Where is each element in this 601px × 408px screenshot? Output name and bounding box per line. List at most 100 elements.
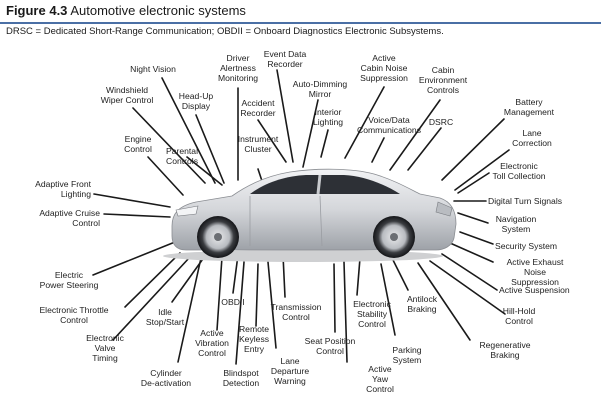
label-active-exhaust: Active Exhaust Noise Suppression — [506, 257, 564, 287]
line-electric-steering — [92, 241, 176, 276]
label-interior-lighting: Interior Lighting — [312, 107, 344, 127]
line-antilock — [392, 259, 409, 291]
car-window-pillar — [316, 174, 322, 195]
line-regenerative — [417, 262, 471, 341]
label-night-vision: Night Vision — [130, 64, 176, 74]
line-battery — [441, 118, 505, 181]
line-obdii — [232, 254, 239, 294]
label-digital-turn: Digital Turn Signals — [488, 196, 563, 206]
label-seat-position: Seat Position Control — [304, 336, 356, 356]
front-hub — [214, 233, 222, 241]
label-accident-recorder: Accident Recorder — [240, 98, 276, 118]
line-lane-departure — [267, 261, 277, 349]
header-rule — [0, 22, 601, 24]
line-head-up — [195, 114, 225, 184]
line-active-exhaust — [449, 242, 494, 263]
label-obdii: OBDII — [221, 297, 245, 307]
label-drsc: DSRC — [428, 117, 454, 127]
line-parking — [380, 263, 396, 336]
label-active-cabin-noise: Active Cabin Noise Suppression — [360, 53, 408, 83]
car-door-line — [249, 195, 323, 247]
line-active-vibration — [216, 256, 223, 331]
label-security: Security System — [495, 241, 558, 251]
car-shadow — [163, 250, 443, 262]
label-engine-control: Engine Control — [124, 134, 152, 154]
label-parental: Parental Controls — [165, 146, 199, 166]
car-headlight — [175, 205, 199, 217]
car-image — [163, 168, 457, 262]
label-electronic-throttle: Electronic Throttle Control — [39, 305, 109, 325]
label-remote-keyless: Remote Keyless Entry — [238, 324, 270, 354]
rear-hub — [390, 233, 398, 241]
label-hill-hold: Hill-Hold Control — [502, 306, 536, 326]
label-active-yaw: Active Yaw Control — [366, 364, 394, 394]
car-window — [250, 175, 400, 194]
label-antilock: Antilock Braking — [406, 294, 438, 314]
line-electronic-toll — [457, 172, 490, 194]
line-seat-position — [333, 263, 336, 333]
line-adaptive-front — [93, 193, 171, 208]
label-event-data: Event Data Recorder — [263, 49, 307, 69]
figure-number: Figure 4.3 — [6, 3, 68, 18]
line-remote-keyless — [255, 263, 259, 327]
label-windshield-wiper: Windshield Wiper Control — [100, 85, 154, 105]
label-battery: Battery Management — [503, 97, 555, 117]
figure-title-text: Automotive electronic systems — [70, 3, 246, 18]
line-security — [459, 231, 494, 245]
label-regenerative: Regenerative Braking — [479, 340, 531, 360]
label-auto-dimming: Auto-Dimming Mirror — [292, 79, 348, 99]
line-cylinder — [177, 257, 202, 363]
label-navigation: Navigation System — [495, 214, 537, 234]
line-event-data — [276, 69, 294, 163]
line-night-vision — [161, 77, 216, 184]
line-adaptive-cruise — [103, 213, 171, 218]
line-hill-hold — [429, 260, 506, 315]
label-lane-departure: Lane Departure Warning — [270, 356, 310, 386]
label-idle-stop: Idle Stop/Start — [145, 307, 185, 327]
label-electronic-toll: Electronic Toll Collection — [492, 161, 546, 181]
label-adaptive-front: Adaptive Front Lighting — [35, 179, 91, 199]
line-active-cabin-noise — [344, 86, 385, 159]
line-accident-recorder — [257, 119, 287, 163]
label-head-up: Head-Up Display — [178, 91, 214, 111]
line-active-suspension — [441, 253, 498, 291]
line-auto-dimming — [302, 99, 319, 168]
label-active-vibration: Active Vibration Control — [195, 328, 229, 358]
label-electronic-stability: Electronic Stability Control — [353, 299, 391, 329]
line-electronic-stability — [356, 257, 361, 296]
line-voice-data — [371, 137, 385, 163]
line-drsc — [407, 127, 442, 171]
label-adaptive-cruise: Adaptive Cruise Control — [39, 208, 100, 228]
label-electronic-valve: Electronic Valve Timing — [86, 333, 124, 363]
line-active-yaw — [343, 261, 348, 363]
label-active-suspension: Active Suspension — [499, 285, 570, 295]
label-blindspot: Blindspot Detection — [222, 368, 260, 388]
figure-header: Figure 4.3 Automotive electronic systems — [0, 0, 601, 22]
connector-lines — [92, 69, 510, 365]
line-engine-control — [147, 156, 184, 196]
label-driver-alertness: Driver Alertness Monitoring — [217, 53, 259, 83]
line-cabin-env — [389, 99, 441, 171]
label-parking: Parking System — [392, 345, 422, 365]
figure-caption: DRSC = Dedicated Short-Range Communicati… — [6, 26, 444, 37]
label-cylinder: Cylinder De-activation — [140, 368, 192, 388]
figure-title: Figure 4.3 Automotive electronic systems — [6, 3, 246, 18]
label-electric-steering: Electric Power Steering — [39, 270, 99, 290]
line-lane-correction — [454, 149, 510, 191]
line-electronic-valve — [112, 256, 191, 341]
label-cabin-env: Cabin Environment Controls — [418, 65, 468, 95]
line-parental — [186, 156, 223, 186]
line-transmission — [282, 254, 286, 298]
label-instrument: Instrument Cluster — [237, 134, 279, 154]
label-lane-correction: Lane Correction — [512, 128, 552, 148]
line-windshield-wiper — [132, 107, 206, 184]
line-interior-lighting — [320, 129, 329, 158]
label-voice-data: Voice/Data Communications — [357, 115, 421, 135]
label-transmission: Transmission Control — [270, 302, 322, 322]
line-blindspot — [235, 261, 245, 365]
line-navigation — [457, 212, 489, 224]
line-electronic-throttle — [124, 252, 181, 308]
car-taillight — [435, 201, 453, 217]
